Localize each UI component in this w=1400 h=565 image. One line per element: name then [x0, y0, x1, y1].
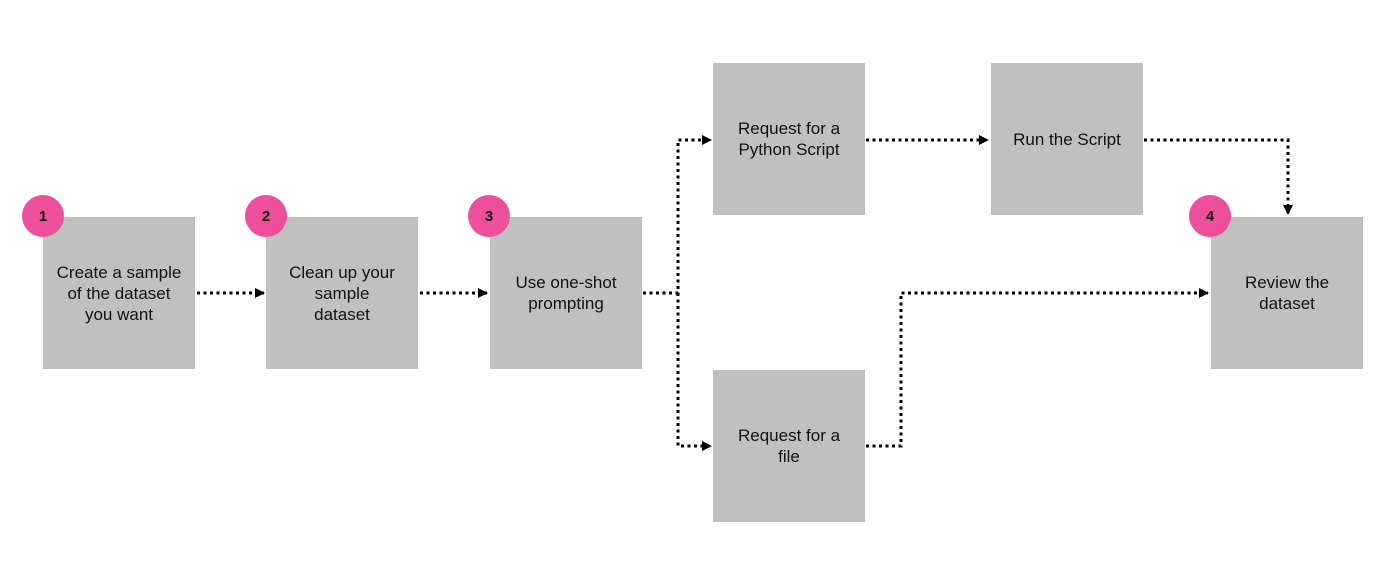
step-box-request-script: Request for a Python Script [713, 63, 865, 215]
step-number-badge-1: 1 [22, 195, 64, 237]
step-number-badge-4: 4 [1189, 195, 1231, 237]
step-label-request-script: Request for a Python Script [737, 119, 841, 159]
arrow-one-shot-to-request-script [643, 135, 712, 295]
step-number-badge-3: 3 [468, 195, 510, 237]
step-box-one-shot: Use one-shot prompting [490, 217, 642, 369]
step-box-request-file: Request for a file [713, 370, 865, 522]
step-box-run-script: Run the Script [991, 63, 1143, 215]
arrow-request-file-to-review [866, 288, 1209, 448]
step-box-clean-up: Clean up your sample dataset [266, 217, 418, 369]
step-number-badge-2: 2 [245, 195, 287, 237]
step-label-run-script: Run the Script [1013, 129, 1121, 149]
step-label-create-sample: Create a sample of the dataset you want [56, 262, 182, 324]
arrow-one-shot-to-request-file [676, 293, 712, 451]
step-number-2: 2 [261, 207, 271, 225]
step-number-4: 4 [1205, 207, 1215, 225]
step-label-clean-up: Clean up your sample dataset [289, 262, 395, 324]
step-label-review: Review the dataset [1244, 273, 1330, 313]
step-box-review: Review the dataset [1211, 217, 1363, 369]
step-box-create-sample: Create a sample of the dataset you want [43, 217, 195, 369]
step-label-one-shot: Use one-shot prompting [515, 273, 617, 313]
step-number-3: 3 [484, 207, 494, 225]
step-label-request-file: Request for a file [737, 426, 841, 466]
step-number-1: 1 [38, 207, 48, 225]
arrow-run-script-to-review [1144, 138, 1293, 215]
